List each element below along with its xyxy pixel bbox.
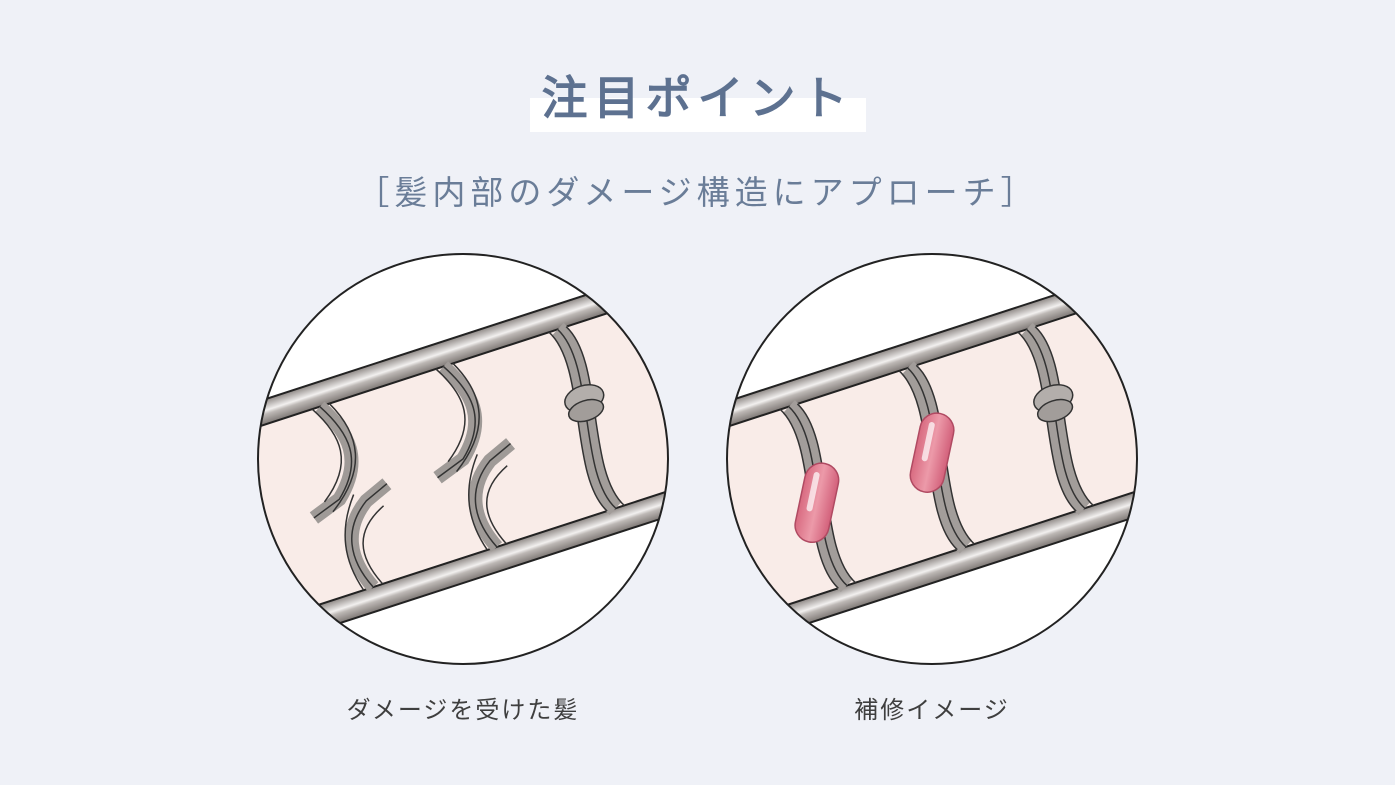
page-title-text: 注目ポイント: [541, 71, 854, 125]
repair-figure: [725, 252, 1139, 666]
repair-caption: 補修イメージ: [854, 696, 1010, 724]
repair-capsule: [794, 462, 840, 543]
repair-capsule: [909, 412, 955, 493]
damaged-hair-figure: [256, 252, 670, 666]
title-container: 注目ポイント: [0, 62, 1395, 132]
page-subtitle: ［髪内部のダメージ構造にアプローチ］: [356, 173, 1039, 212]
page-title: 注目ポイント: [529, 62, 866, 132]
damaged-hair-caption: ダメージを受けた髪: [346, 696, 580, 724]
damaged-hair-illustration: [256, 252, 670, 666]
repair-illustration: [725, 252, 1139, 666]
